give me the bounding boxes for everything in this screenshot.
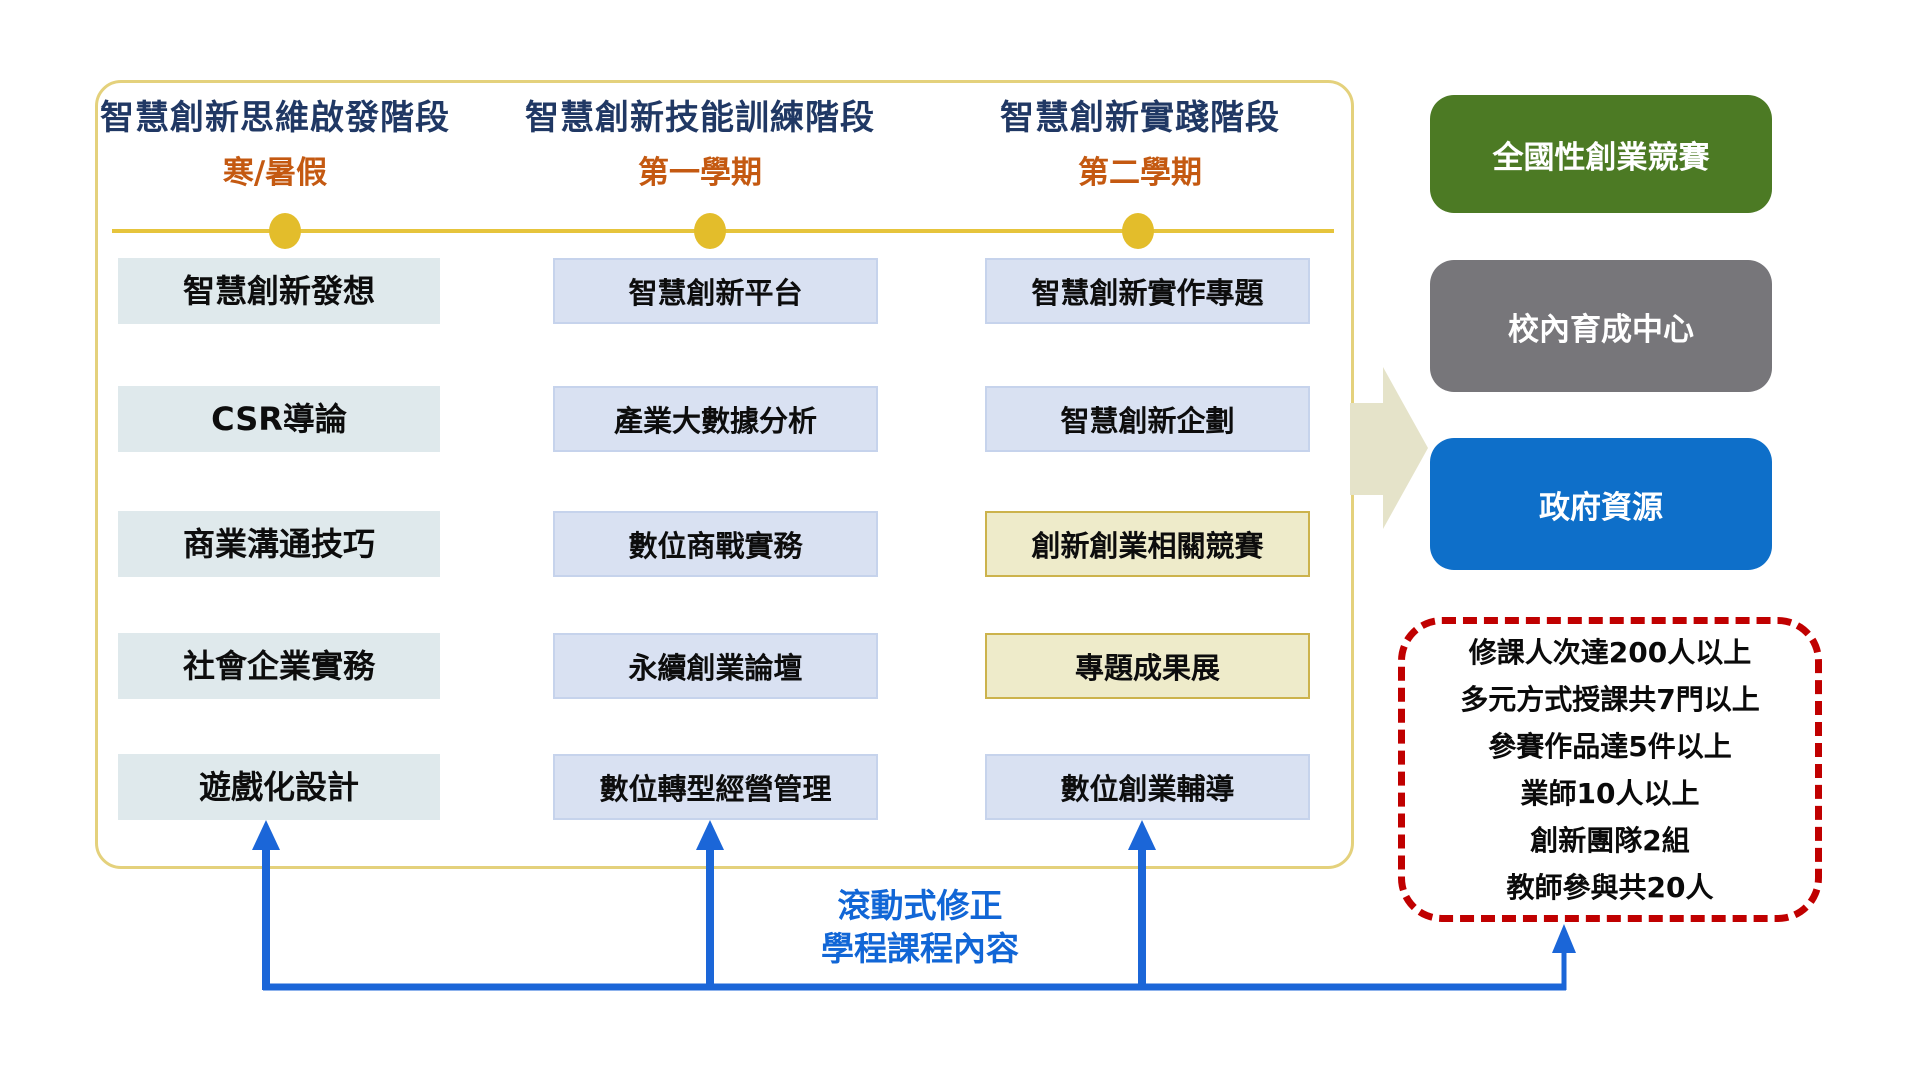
course-box: 產業大數據分析 [553, 386, 878, 452]
kpi-line: 業師10人以上 [1520, 776, 1700, 810]
right-arrow-icon [1350, 367, 1428, 529]
timeline-dot [1122, 213, 1154, 249]
curriculum-container [95, 80, 1354, 869]
stage3-title: 智慧創新實踐階段 [1000, 98, 1280, 138]
course-box: 智慧創新發想 [118, 258, 440, 324]
kpi-line: 修課人次達200人以上 [1468, 635, 1752, 669]
course-box-highlight: 專題成果展 [985, 633, 1310, 699]
outcome-incubation-center: 校內育成中心 [1430, 260, 1772, 392]
course-box: 智慧創新平台 [553, 258, 878, 324]
course-box: 數位商戰實務 [553, 511, 878, 577]
course-box: CSR導論 [118, 386, 440, 452]
course-box: 智慧創新企劃 [985, 386, 1310, 452]
kpi-box: 修課人次達200人以上 多元方式授課共7門以上 參賽作品達5件以上 業師10人以… [1398, 617, 1822, 922]
course-box: 數位創業輔導 [985, 754, 1310, 820]
course-box: 數位轉型經營管理 [553, 754, 878, 820]
stage2-period: 第一學期 [638, 155, 762, 191]
stage1-period: 寒/暑假 [222, 155, 328, 191]
outcome-national-competition: 全國性創業競賽 [1430, 95, 1772, 213]
kpi-line: 參賽作品達5件以上 [1488, 729, 1732, 763]
timeline-dot [694, 213, 726, 249]
kpi-line: 教師參與共20人 [1506, 870, 1714, 904]
kpi-line: 多元方式授課共7門以上 [1460, 682, 1760, 716]
feedback-note-line2: 學程課程內容 [821, 929, 1019, 968]
course-box: 永續創業論壇 [553, 633, 878, 699]
course-box: 社會企業實務 [118, 633, 440, 699]
stage2-title: 智慧創新技能訓練階段 [525, 98, 875, 138]
stage1-title: 智慧創新思維啟發階段 [100, 98, 450, 138]
course-box-highlight: 創新創業相關競賽 [985, 511, 1310, 577]
outcome-government-resources: 政府資源 [1430, 438, 1772, 570]
timeline-dot [269, 213, 301, 249]
feedback-note-line1: 滾動式修正 [837, 886, 1003, 925]
kpi-line: 創新團隊2組 [1530, 823, 1690, 857]
course-box: 智慧創新實作專題 [985, 258, 1310, 324]
feedback-note: 滾動式修正 學程課程內容 [770, 884, 1070, 970]
stage3-period: 第二學期 [1078, 155, 1202, 191]
course-box: 遊戲化設計 [118, 754, 440, 820]
course-box: 商業溝通技巧 [118, 511, 440, 577]
